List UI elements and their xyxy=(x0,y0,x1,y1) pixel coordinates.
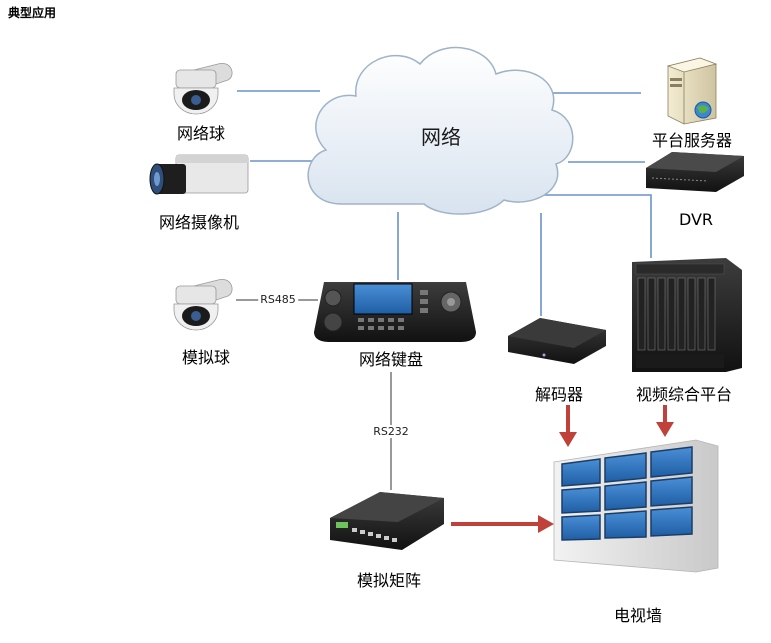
network-camera-label: 网络摄像机 xyxy=(158,213,240,232)
dvr-label: DVR xyxy=(678,210,714,229)
platform-server-label: 平台服务器 xyxy=(651,131,733,150)
network-keyboard-icon xyxy=(314,282,476,342)
network-keyboard-label: 网络键盘 xyxy=(358,350,424,369)
analog-matrix-label: 模拟矩阵 xyxy=(356,571,422,590)
network-dome-icon xyxy=(173,62,233,115)
analog-dome-label: 模拟球 xyxy=(181,348,231,367)
rs485-label: RS485 xyxy=(258,293,298,306)
decoder-label: 解码器 xyxy=(534,385,584,404)
tv-wall-label: 电视墙 xyxy=(613,606,663,625)
video-platform-label: 视频综合平台 xyxy=(635,385,733,404)
network-cloud-label: 网络 xyxy=(421,125,461,149)
analog-dome-icon xyxy=(173,278,233,331)
rs232-label: RS232 xyxy=(371,425,411,438)
page-heading: 典型应用 xyxy=(8,6,57,20)
server-icon xyxy=(666,57,718,125)
network-links xyxy=(237,90,652,316)
network-camera-icon xyxy=(149,154,249,195)
tv-wall-icon xyxy=(553,439,719,573)
analog-matrix-icon xyxy=(330,492,444,550)
dvr-icon xyxy=(646,152,744,192)
video-platform-icon xyxy=(632,258,742,372)
network-dome-label: 网络球 xyxy=(176,124,226,143)
cloud-icon xyxy=(307,46,574,215)
decoder-icon xyxy=(508,318,606,364)
output-arrows xyxy=(451,405,674,533)
link-platform-network xyxy=(543,194,652,258)
